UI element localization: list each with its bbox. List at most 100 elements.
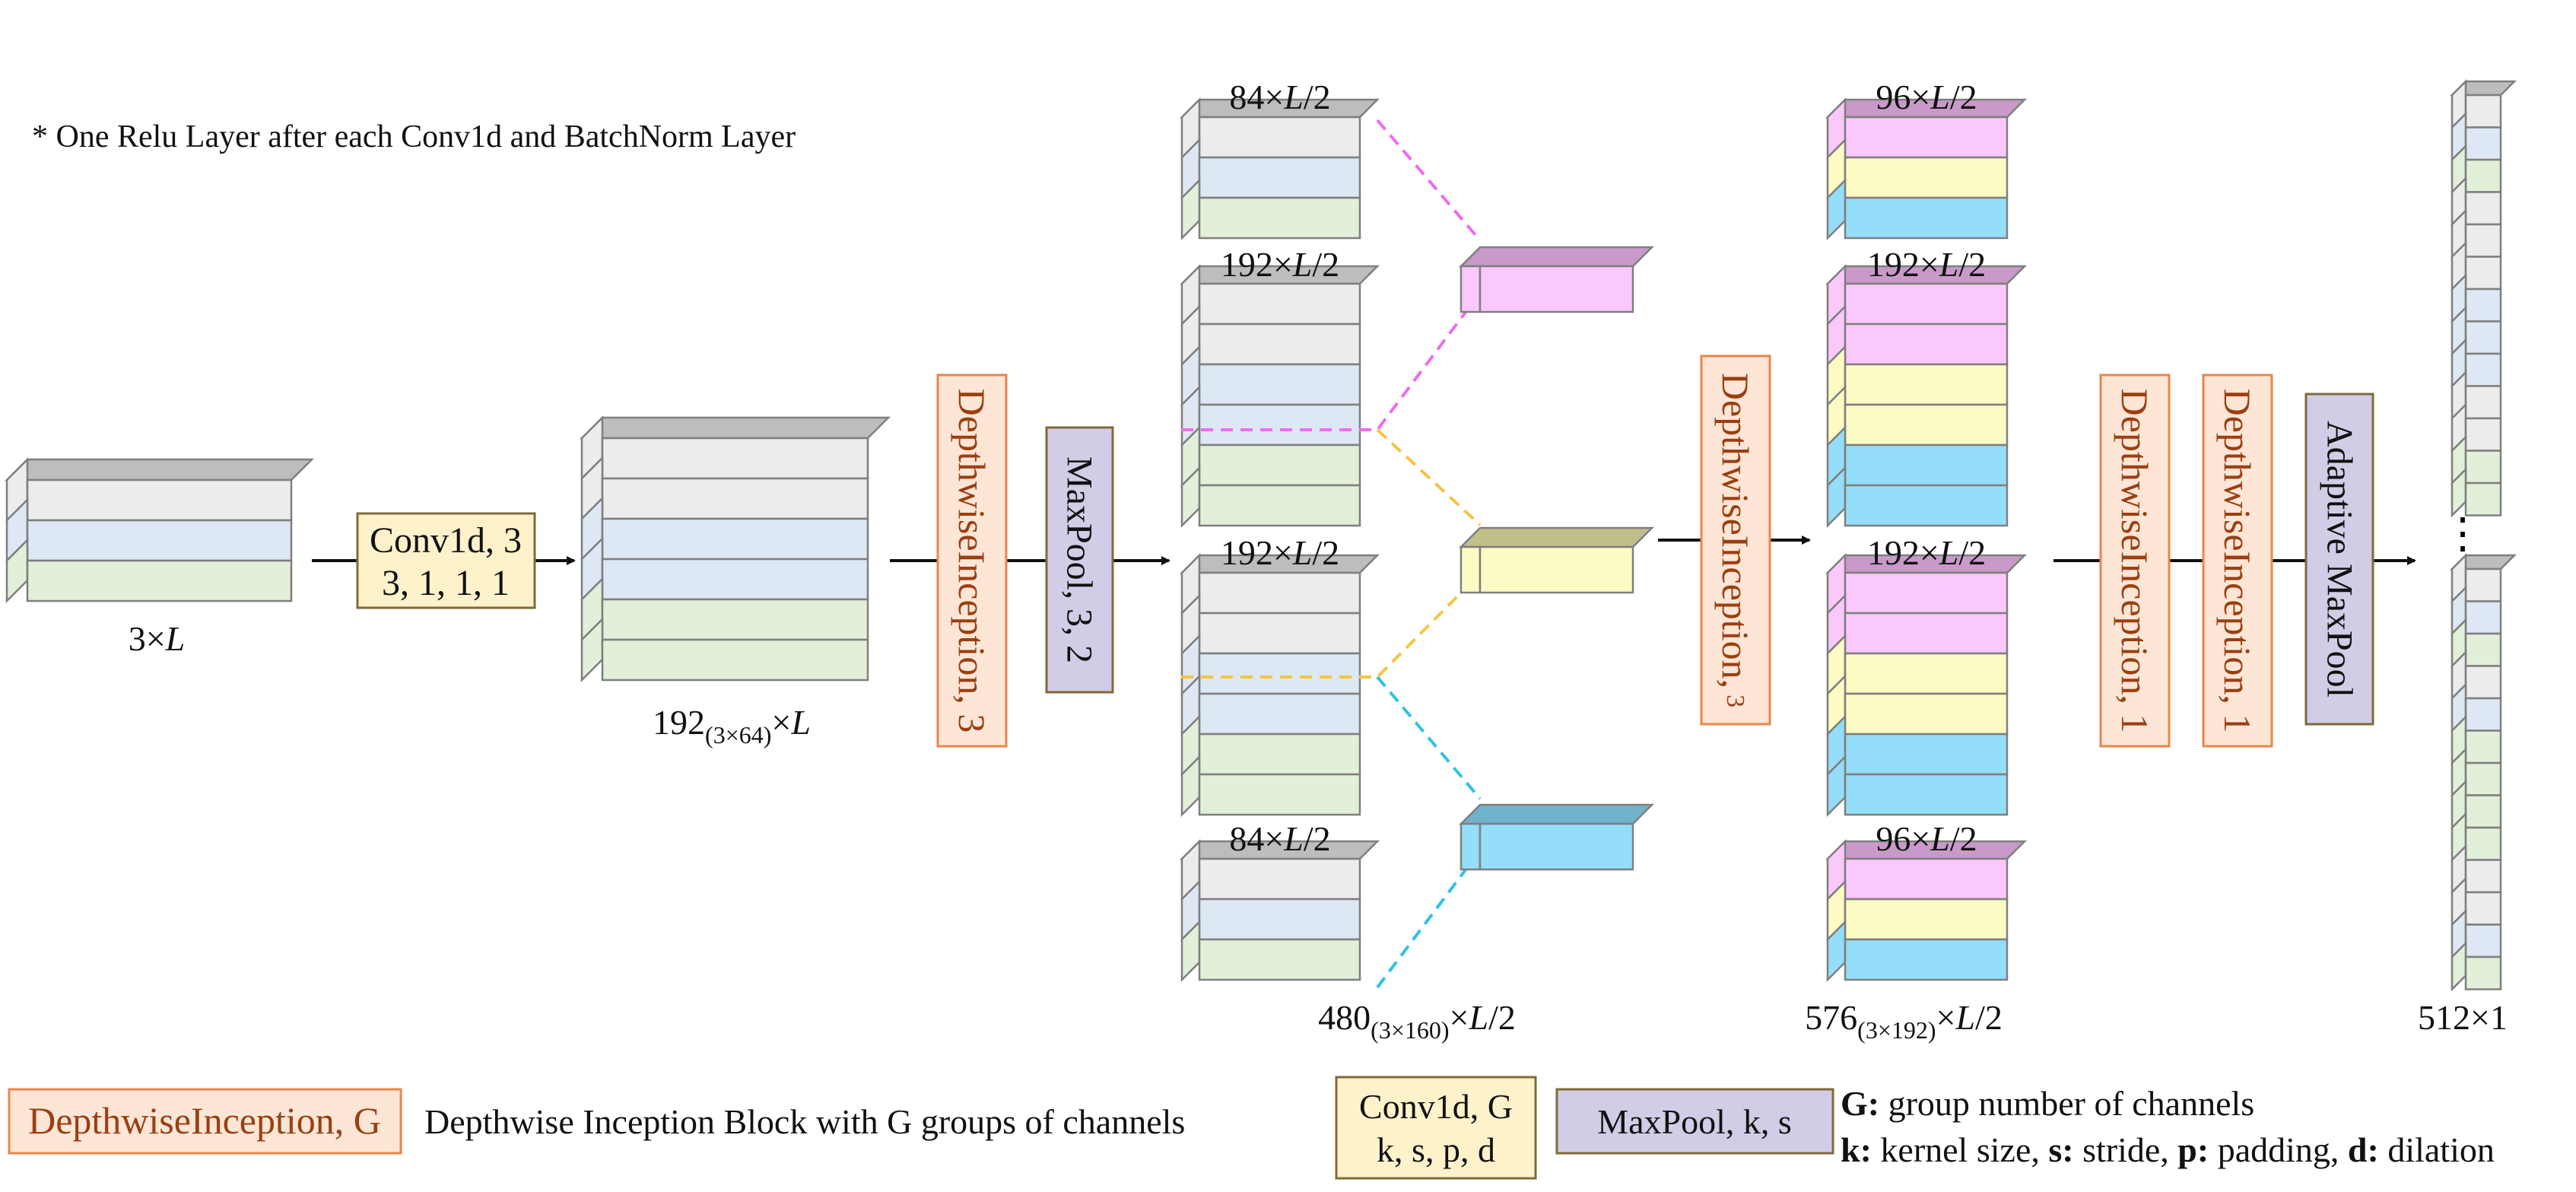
stage3-bottom-stack	[1825, 838, 2028, 983]
maxpool-block: MaxPool, 3, 2	[1045, 426, 1114, 694]
stage3-total-dim-label: 576(3×192)×L/2	[1805, 998, 2003, 1044]
adaptive-maxpool-box	[2304, 393, 2374, 726]
stage3-mid2-stack	[1825, 552, 2028, 818]
stack-row	[2464, 94, 2502, 129]
prism-side	[1460, 822, 1482, 871]
stack-row	[1844, 443, 2009, 487]
legend-maxpool-label: MaxPool, k, s	[1597, 1102, 1792, 1141]
stack-row	[2464, 450, 2502, 485]
stack-row	[1844, 652, 2009, 695]
stack-row	[2464, 761, 2502, 796]
stack-row	[1198, 898, 1361, 941]
stack-row	[1198, 363, 1361, 406]
output-dim-label: 512×1	[2418, 998, 2508, 1037]
stack-row	[1198, 443, 1361, 487]
adaptive-maxpool-label: Adaptive MaxPool	[2320, 421, 2360, 698]
stack-row	[2464, 223, 2502, 258]
stack-row	[2464, 191, 2502, 226]
stage2-bottom-dim-label: 84×L/2	[1229, 819, 1330, 858]
stack-row	[1844, 938, 2009, 981]
legend-conv-line2: k, s, p, d	[1377, 1130, 1495, 1169]
stage3-mid2-dim-label: 192×L/2	[1867, 533, 1986, 572]
stage3-top-dim-label: 96×L/2	[1876, 78, 1977, 116]
stack-row	[2464, 288, 2502, 323]
stack-row	[1198, 571, 1361, 615]
prism-side	[1460, 545, 1482, 594]
stack-row	[1198, 156, 1361, 199]
stack-row	[2464, 482, 2502, 517]
legend: DepthwiseInception, G Depthwise Inceptio…	[8, 1076, 2495, 1180]
inception-2-text: DepthwiseInception,	[1714, 373, 1757, 688]
stack-row	[2464, 256, 2502, 291]
inception-4-box	[2202, 373, 2273, 748]
stack-row	[1844, 898, 2009, 941]
stack-row	[26, 559, 293, 602]
inception-1-label: DepthwiseInception, 3	[951, 389, 993, 733]
output-stack-bottom	[2449, 552, 2517, 992]
inception-block-4: DepthwiseInception, 1	[2202, 373, 2273, 748]
conv1d-line2: 3, 1, 1, 1	[382, 563, 510, 603]
legend-g-line: G: group number of channels	[1841, 1084, 2254, 1123]
legend-inception-label: DepthwiseInception, G	[28, 1099, 381, 1142]
stack-row	[1844, 282, 2009, 326]
stack-row	[1844, 773, 2009, 816]
inception-2-box	[1700, 354, 1771, 726]
maxpool-box	[1045, 426, 1114, 694]
inception-block-3: DepthwiseInception, 1	[2099, 373, 2171, 748]
cyan-connector-bottom	[1376, 849, 1482, 989]
stack-row	[2464, 417, 2502, 452]
stack-row	[2464, 385, 2502, 420]
stack-row	[1198, 484, 1361, 527]
prism-front	[1479, 265, 1634, 313]
inception-block-1: DepthwiseInception, 3	[936, 373, 1008, 748]
stage2-total-dim-label: 480(3×160)×L/2	[1318, 998, 1516, 1044]
inception-3-label: DepthwiseInception, 1	[2114, 389, 2156, 733]
stack-row	[2464, 891, 2502, 926]
stack-row	[1198, 857, 1361, 901]
conv1d-line1: Conv1d, 3	[370, 520, 522, 561]
prism-top	[1458, 246, 1655, 268]
stack-row	[26, 478, 293, 522]
adaptive-maxpool-block: Adaptive MaxPool	[2304, 393, 2374, 726]
prism-top	[1458, 526, 1655, 548]
conv-out-dim-label: 192(3×64)×L	[653, 703, 811, 749]
flow-lines	[312, 536, 2416, 565]
stack-row	[1844, 363, 2009, 406]
stack-row	[1198, 403, 1361, 447]
prism-side	[1460, 265, 1482, 313]
stack-row	[2464, 826, 2502, 861]
conv-output-stack	[579, 415, 891, 683]
output-ellipsis: ⋮	[2441, 510, 2484, 558]
stack-row	[1198, 196, 1361, 240]
stage2-mid1-dim-label: 192×L/2	[1221, 245, 1339, 284]
stage2-top-stack	[1179, 97, 1380, 241]
stage2-mid1-stack	[1179, 263, 1380, 529]
inception-2-label: DepthwiseInception,3	[1714, 373, 1757, 707]
cyan-group-prism	[1458, 803, 1655, 871]
stack-row	[601, 638, 869, 682]
legend-conv-box	[1335, 1076, 1537, 1180]
inception-1-box	[936, 373, 1008, 748]
stack-row	[1844, 116, 2009, 159]
yellow-connector-top	[1376, 428, 1482, 526]
stage3-mid1-dim-label: 192×L/2	[1867, 245, 1986, 284]
stack-row	[1844, 857, 2009, 901]
stack-row	[2464, 730, 2502, 764]
stage3-mid1-stack	[1825, 263, 2028, 529]
prism-top	[1458, 803, 1655, 825]
cyan-connector-top	[1376, 675, 1482, 800]
stack-row	[1844, 692, 2009, 736]
inception-3-box	[2099, 373, 2171, 748]
stack-row	[601, 598, 869, 641]
stack-row	[1198, 733, 1361, 776]
stack-row	[1844, 403, 2009, 447]
group-prisms	[1458, 246, 1655, 871]
stack-row	[1844, 196, 2009, 240]
legend-params-line: k: kernel size, s: stride, p: padding, d…	[1841, 1130, 2495, 1169]
dashed-connectors	[1181, 119, 1482, 989]
stack-row	[2464, 859, 2502, 894]
stack-row	[601, 558, 869, 601]
stack-row	[1198, 282, 1361, 326]
stack-row	[2464, 600, 2502, 635]
stage2-bottom-stack	[1179, 838, 1380, 983]
